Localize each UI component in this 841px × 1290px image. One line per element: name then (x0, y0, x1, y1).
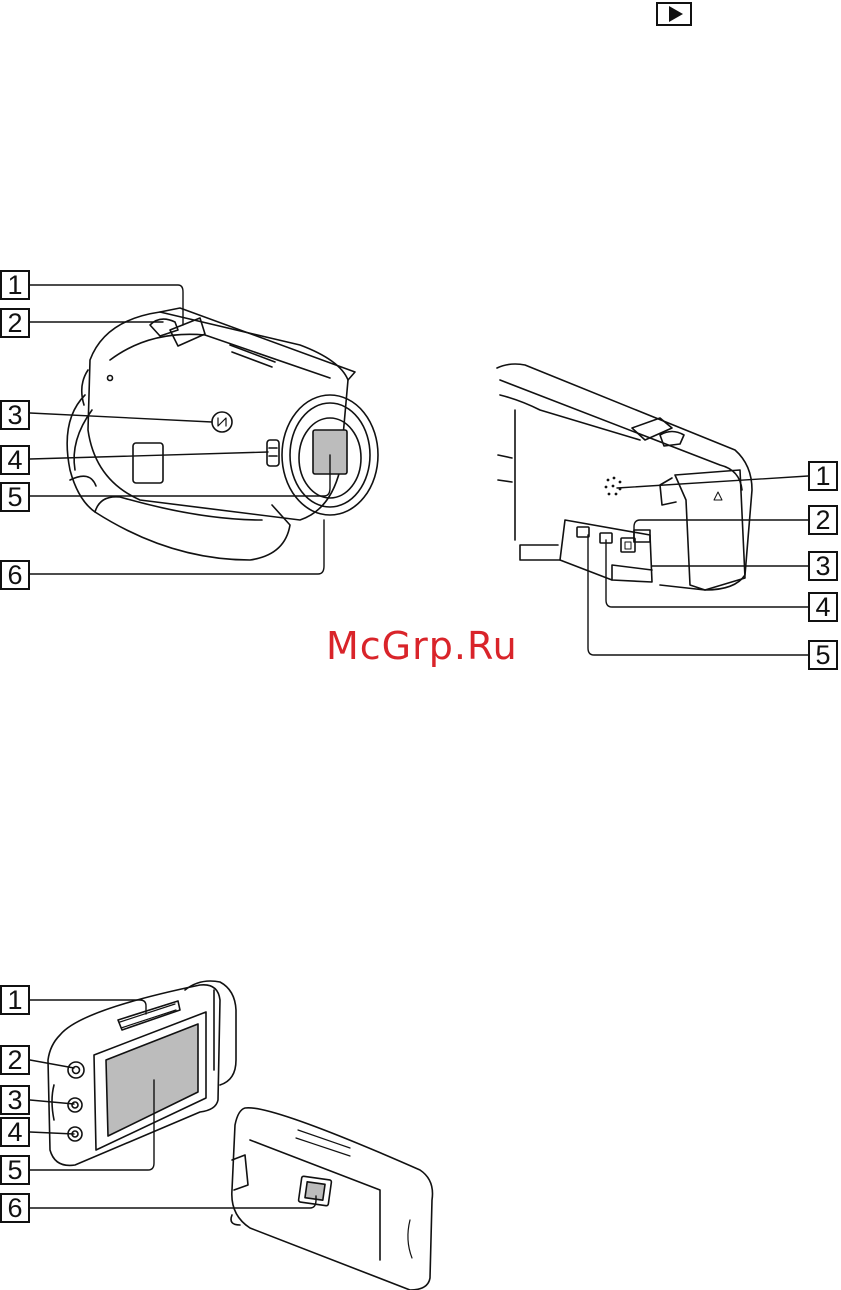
front-view-camcorder (67, 308, 378, 560)
rear-view-camcorder (497, 364, 752, 590)
lcd-callout-2: 2 (0, 1045, 30, 1075)
watermark-text: McGrp.Ru (326, 624, 518, 668)
rear-callout-1: 1 (808, 461, 838, 491)
front-callout-4: 4 (0, 445, 30, 475)
front-callout-5: 5 (0, 482, 30, 512)
lcd-callout-1: 1 (0, 985, 30, 1015)
front-view-leaders (30, 285, 330, 574)
rear-callout-3: 3 (808, 551, 838, 581)
lcd-callout-3: 3 (0, 1085, 30, 1115)
front-callout-3: 3 (0, 400, 30, 430)
lcd-callout-4: 4 (0, 1117, 30, 1147)
rear-callout-5: 5 (808, 640, 838, 670)
rear-callout-4: 4 (808, 592, 838, 622)
front-callout-1: 1 (0, 270, 30, 300)
lcd-view-camcorder (48, 981, 433, 1290)
lcd-callout-5: 5 (0, 1155, 30, 1185)
front-callout-6: 6 (0, 560, 30, 590)
front-callout-2: 2 (0, 308, 30, 338)
rear-callout-2: 2 (808, 505, 838, 535)
lcd-callout-6: 6 (0, 1193, 30, 1223)
